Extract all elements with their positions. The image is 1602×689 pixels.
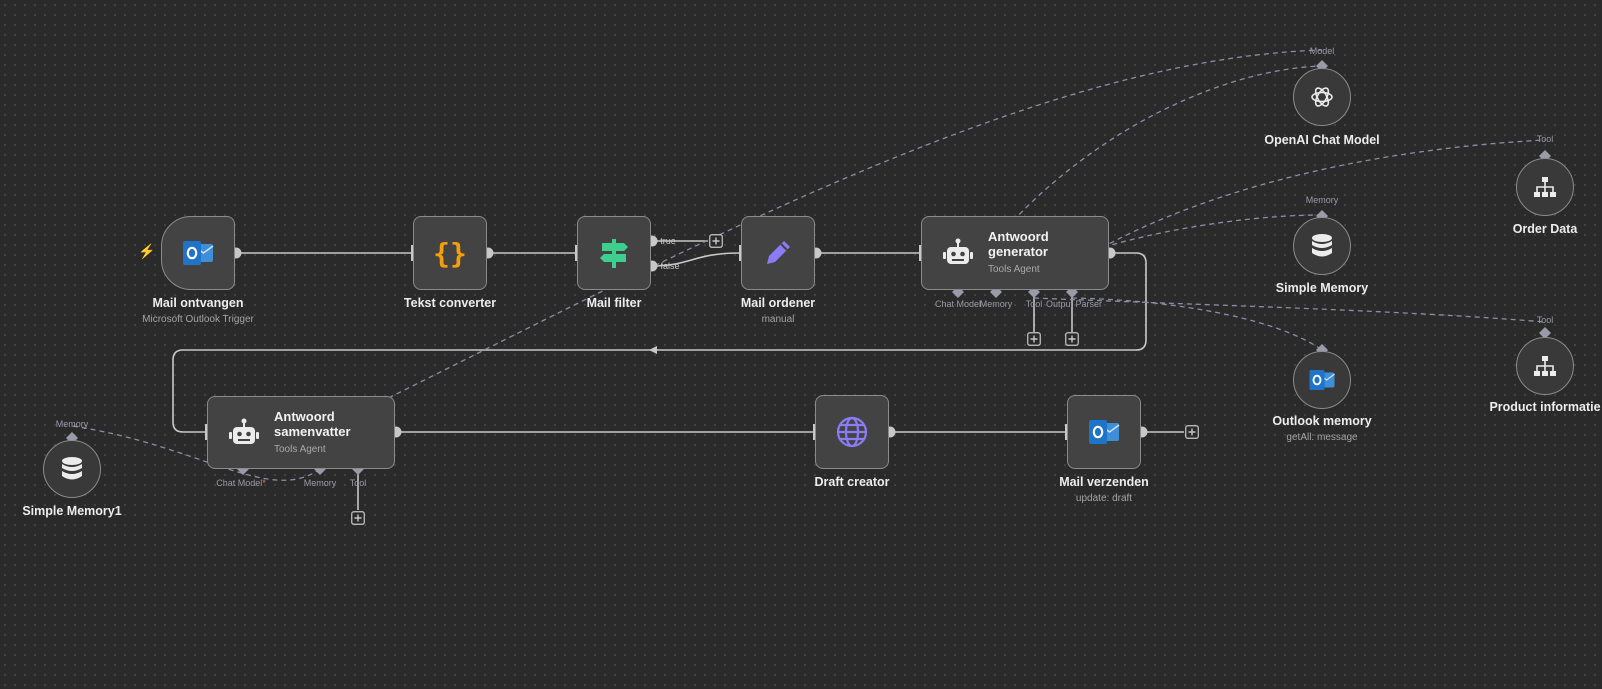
node-antwoord-samenvatter[interactable]: Antwoord samenvatter Tools Agent	[207, 396, 395, 469]
node-label: OpenAI Chat Model	[1264, 133, 1380, 147]
add-output-parser-button	[1065, 332, 1079, 346]
node-subtitle: getAll: message	[1286, 432, 1358, 443]
database-icon	[1312, 234, 1332, 257]
node-mail-verzenden[interactable]	[1067, 395, 1141, 469]
output-label-false: false	[660, 261, 680, 271]
openai-icon	[1311, 87, 1333, 107]
dashed-order-data-to-generator	[1033, 139, 1546, 293]
node-label: Mail verzenden	[1059, 475, 1149, 489]
node-label: Mail ordener	[740, 296, 816, 310]
port-label-memory: Memory	[979, 299, 1013, 309]
node-label: Draft creator	[814, 475, 890, 489]
port-label-text: Chat Model	[216, 478, 263, 488]
node-subtitle: Tools Agent	[988, 264, 1040, 275]
outlook-icon	[183, 241, 214, 265]
port-label-chat-model: Chat Model	[934, 299, 982, 309]
node-label: Outlook memory	[1272, 414, 1372, 428]
add-tool-generator-button	[1027, 332, 1041, 346]
dashed-outlook-to-generator	[1071, 297, 1323, 351]
edge-generator-to-samenvatter	[172, 252, 1147, 433]
node-label: Simple Memory	[1275, 281, 1369, 295]
node-label: Antwoord generator	[988, 229, 1049, 259]
node-subtitle: Microsoft Outlook Trigger	[142, 314, 254, 325]
port-label-tool: Tool	[1536, 134, 1554, 144]
port-label-chat-model: Chat Model*	[216, 478, 266, 488]
node-label: Simple Memory1	[22, 504, 122, 518]
sitemap-icon	[1534, 177, 1556, 197]
dashed-openai-to-samenvatter	[242, 49, 1323, 470]
edge-filter-false-to-ordener	[651, 252, 741, 267]
robot-icon	[229, 418, 259, 444]
node-openai-chat-model[interactable]	[1293, 68, 1351, 126]
node-label: Order Data	[1512, 222, 1578, 236]
dashed-memory1-to-samenvatter	[71, 425, 321, 481]
node-draft-creator[interactable]	[815, 395, 889, 469]
add-tool-samenvatter-button	[351, 511, 365, 525]
node-subtitle: manual	[761, 314, 795, 325]
node-mail-ontvangen[interactable]	[161, 216, 235, 290]
add-node-after-mail-verzenden-button	[1185, 425, 1199, 439]
node-mail-ordener[interactable]	[741, 216, 815, 290]
node-order-data[interactable]	[1516, 158, 1574, 216]
node-label: Product informatie	[1489, 400, 1601, 414]
pencil-icon	[767, 241, 790, 264]
port-label-tool: Tool	[1025, 299, 1043, 309]
node-simple-memory1[interactable]	[43, 440, 101, 498]
port-label-output-parser: Output Parser	[1045, 299, 1103, 309]
port-label-memory: Memory	[55, 419, 89, 429]
node-subtitle: Tools Agent	[274, 443, 326, 455]
node-label: Tekst converter	[403, 296, 497, 310]
node-outlook-memory[interactable]	[1293, 351, 1351, 409]
output-label-true: true	[660, 236, 676, 246]
required-mark: *	[262, 478, 266, 488]
node-tekst-converter[interactable]: {}	[413, 216, 487, 290]
node-label: Antwoord samenvatter	[274, 408, 351, 439]
dashed-product-to-generator	[1033, 297, 1546, 323]
node-simple-memory[interactable]	[1293, 217, 1351, 275]
node-label: Mail ontvangen	[152, 296, 244, 310]
dashed-memory-to-generator	[995, 214, 1323, 293]
trigger-bolt-icon: ⚡	[138, 243, 156, 259]
signpost-icon	[600, 239, 628, 268]
port-label-tool: Tool	[1536, 315, 1554, 325]
port-label-memory: Memory	[1305, 195, 1339, 205]
edge-direction-arrow	[649, 346, 657, 354]
database-icon	[62, 457, 82, 480]
port-tool	[1539, 327, 1551, 339]
globe-icon	[836, 416, 868, 448]
node-antwoord-generator[interactable]: Antwoord generator Tools Agent	[921, 216, 1109, 290]
braces-icon: {}	[433, 236, 467, 270]
port-label-model: Model	[1309, 46, 1335, 56]
node-subtitle: update: draft	[1075, 493, 1133, 504]
port-label-tool: Tool	[349, 478, 367, 488]
node-label: Mail filter	[586, 296, 642, 310]
add-node-after-true-button	[709, 234, 723, 248]
node-mail-filter[interactable]	[577, 216, 651, 290]
outlook-icon	[1309, 370, 1335, 390]
outlook-icon	[1089, 420, 1120, 444]
node-product-informatie[interactable]	[1516, 337, 1574, 395]
port-label-memory: Memory	[303, 478, 337, 488]
sitemap-icon	[1534, 356, 1556, 376]
robot-icon	[943, 238, 973, 264]
